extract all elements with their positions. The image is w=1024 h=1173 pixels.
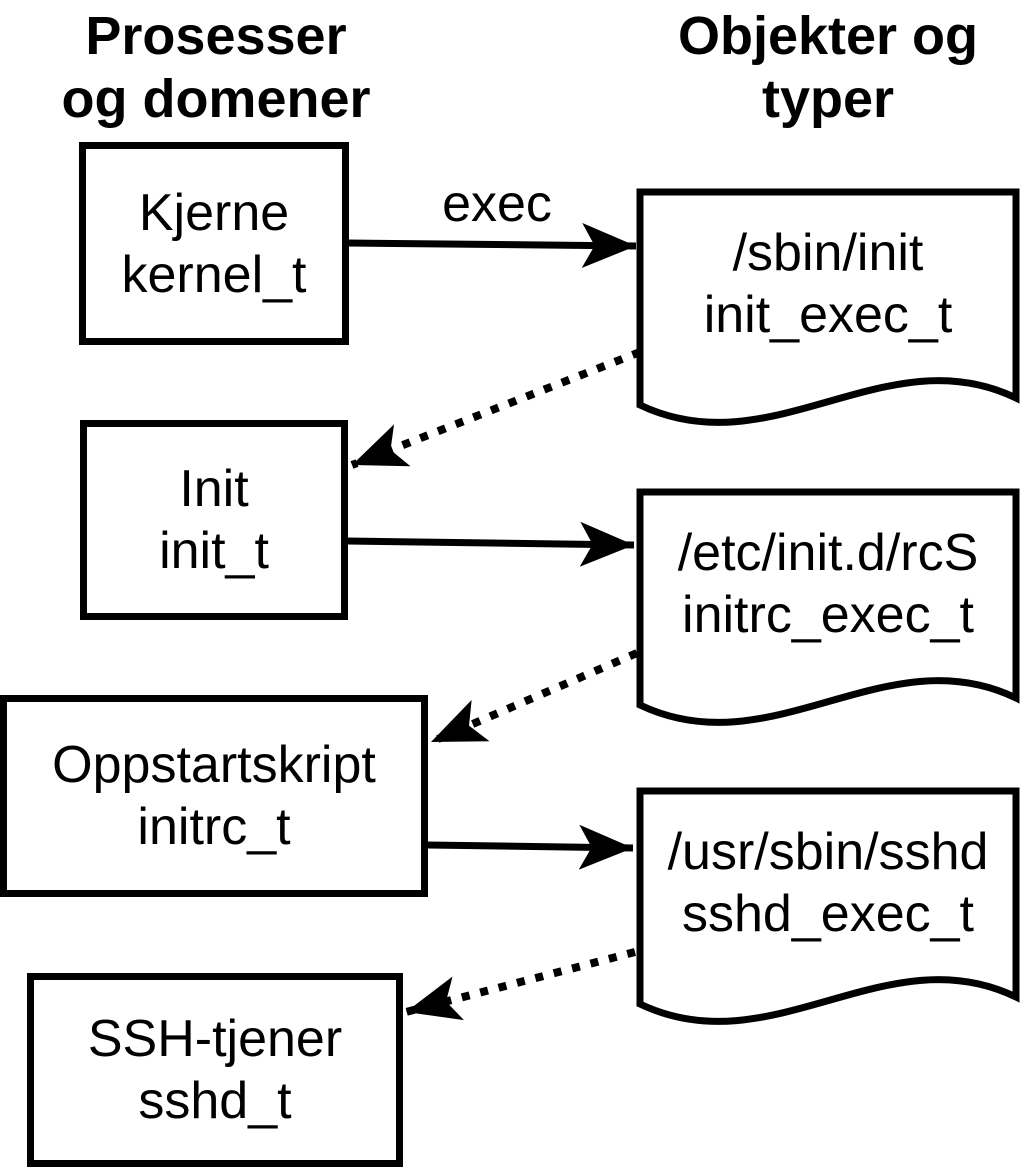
process-box-init: Init init_t <box>80 420 348 620</box>
column-header-processes-line1: Prosesser <box>85 6 347 66</box>
arrow-exec-initrc-to-sshd-exec <box>427 824 634 870</box>
object-type: init_exec_t <box>703 286 953 344</box>
arrow-exec-kernel-to-init-exec <box>347 222 637 268</box>
object-label-etc-initd-rcs: /etc/init.d/rcS initrc_exec_t <box>640 522 1016 646</box>
object-label-sbin-init: /sbin/init init_exec_t <box>640 222 1016 346</box>
arrow-exec-init-to-initrc-exec <box>346 521 635 567</box>
object-path: /sbin/init <box>732 224 924 282</box>
column-header-objects: Objekter og typer <box>632 5 1024 131</box>
process-domain: init_t <box>159 522 269 580</box>
process-domain: initrc_t <box>137 798 291 856</box>
process-box-kernel: Kjerne kernel_t <box>79 142 349 345</box>
process-label: Oppstartskript <box>52 736 376 794</box>
object-type: initrc_exec_t <box>682 586 974 644</box>
process-box-sshd: SSH-tjener sshd_t <box>27 973 403 1167</box>
column-header-processes: Prosesser og domener <box>0 5 432 131</box>
process-label: SSH-tjener <box>87 1010 343 1068</box>
arrow-transition-sshd-exec-to-sshd <box>404 948 637 1021</box>
column-header-objects-line1: Objekter og <box>677 6 979 66</box>
process-domain: kernel_t <box>121 245 307 304</box>
column-header-processes-line2: og domener <box>61 69 371 129</box>
column-header-objects-line2: typer <box>761 69 895 129</box>
object-label-usr-sbin-sshd: /usr/sbin/sshd sshd_exec_t <box>640 821 1016 945</box>
object-path: /usr/sbin/sshd <box>667 823 989 881</box>
edge-label-exec: exec <box>442 175 552 233</box>
process-domain: sshd_t <box>138 1072 292 1130</box>
arrow-transition-init-exec-to-init <box>350 348 642 469</box>
process-label: Init <box>179 460 249 518</box>
object-type: sshd_exec_t <box>682 885 974 943</box>
object-path: /etc/init.d/rcS <box>677 524 979 582</box>
arrow-transition-initrc-exec-to-initrc <box>429 649 639 746</box>
process-label: Kjerne <box>138 183 290 242</box>
process-box-initrc: Oppstartskript initrc_t <box>0 695 428 897</box>
